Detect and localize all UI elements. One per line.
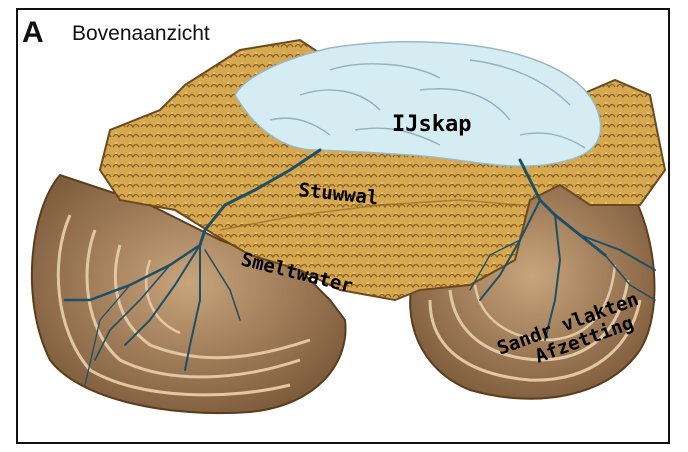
ice-cap-label: IJskap <box>392 112 471 137</box>
panel-letter: A <box>22 16 44 50</box>
panel-title: Bovenaanzicht <box>72 22 210 46</box>
